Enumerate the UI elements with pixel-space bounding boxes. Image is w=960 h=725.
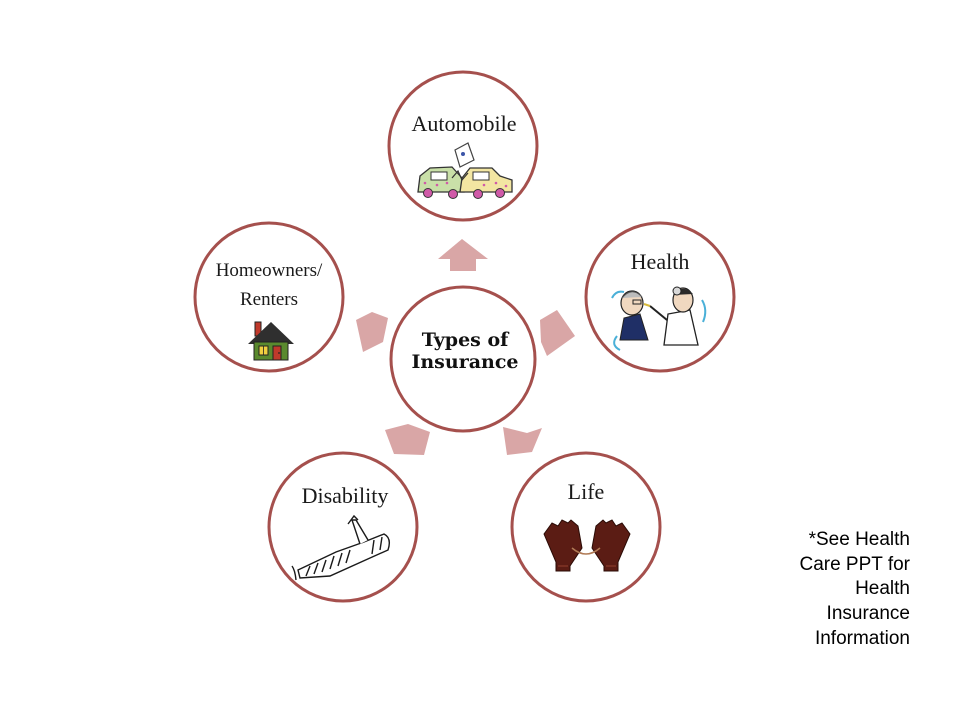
arrow-to-life — [503, 427, 542, 455]
disability-circle[interactable] — [267, 451, 419, 603]
broken-leg-cast-icon — [291, 514, 391, 581]
note-line: Care PPT for — [799, 553, 910, 575]
homeowners-label-line1: Homeowners/ — [215, 260, 323, 281]
center-label: Types of Insurance — [392, 329, 538, 374]
center-label-line1: Types of — [421, 329, 509, 351]
arrow-to-health — [540, 310, 575, 356]
gloves-icon — [543, 519, 631, 572]
health-insurance-note: *See Health Care PPT for Health Insuranc… — [748, 528, 910, 651]
center-label-line2: Insurance — [411, 350, 519, 373]
note-line: Information — [814, 627, 910, 649]
homeowners-label-line2: Renters — [239, 289, 299, 310]
arrow-to-disability — [385, 424, 430, 455]
arrow-to-homeowners — [356, 312, 388, 352]
life-circle[interactable] — [510, 451, 662, 603]
disability-label: Disability — [301, 483, 389, 508]
arrow-to-automobile — [438, 239, 488, 271]
doctor-patient-icon — [611, 286, 708, 351]
note-line: *See Health — [808, 529, 910, 550]
car-accident-icon — [417, 142, 513, 199]
life-label: Life — [567, 479, 605, 504]
health-label: Health — [630, 249, 690, 274]
house-icon — [248, 321, 294, 361]
note-line: Insurance — [826, 603, 910, 625]
center-circle — [389, 285, 537, 433]
note-line: Health — [855, 578, 910, 600]
connector-arrows — [356, 239, 575, 455]
homeowners-circle[interactable] — [193, 221, 345, 373]
automobile-label: Automobile — [411, 111, 517, 136]
